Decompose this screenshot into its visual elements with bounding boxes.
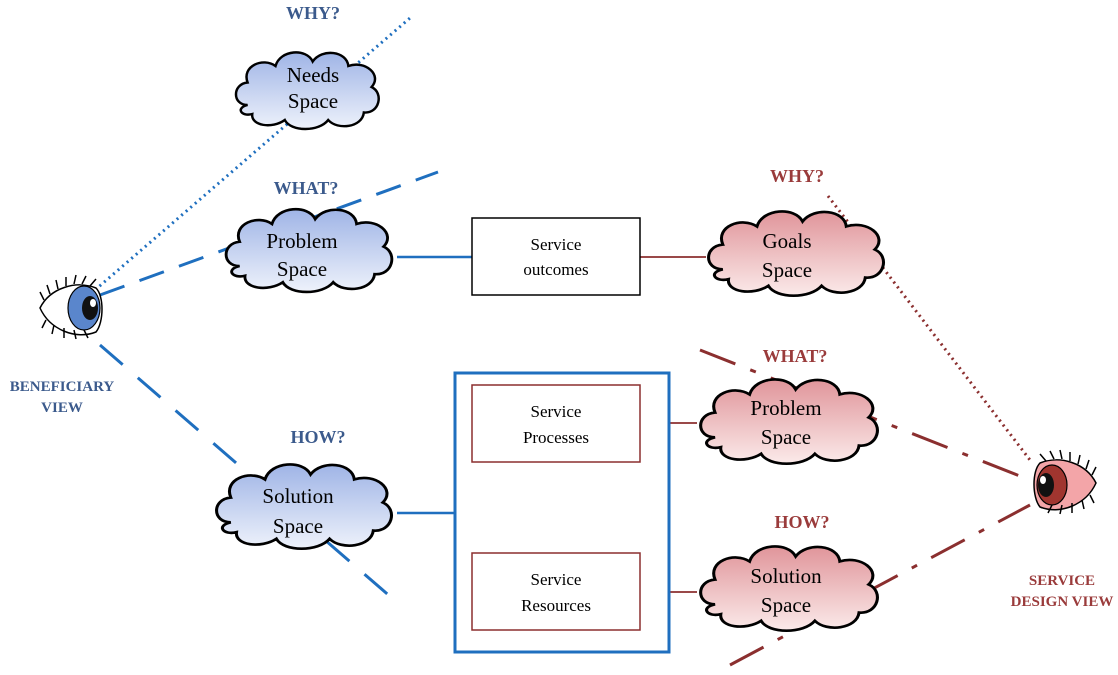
solution-space-cloud-design: Solution Space <box>699 545 879 632</box>
beneficiary-view-label-line1: BENEFICIARY <box>10 379 115 395</box>
goals-space-cloud: Goals Space <box>707 210 885 297</box>
beneficiary-what-label: WHAT? <box>274 178 339 198</box>
needs-space-label-line2: Space <box>288 89 338 113</box>
beneficiary-how-label: HOW? <box>290 427 345 447</box>
solution-space-cloud-beneficiary: Solution Space <box>215 463 393 550</box>
service-processes-label-line2: Processes <box>523 428 589 447</box>
solution-space-label-line2: Space <box>273 514 323 538</box>
design-solution-space-label-line1: Solution <box>750 564 822 588</box>
design-view-label-line2: DESIGN VIEW <box>1011 594 1114 610</box>
service-outcomes-label-line2: outcomes <box>523 260 588 279</box>
connectors <box>397 255 706 593</box>
design-solution-space-label-line2: Space <box>761 593 811 617</box>
needs-space-label-line1: Needs <box>287 63 339 87</box>
design-problem-space-label-line1: Problem <box>750 396 821 420</box>
service-resources-box: Service Resources <box>471 552 641 631</box>
service-implementation-group: Service Processes Service Resources <box>453 371 671 654</box>
service-processes-label-line1: Service <box>531 402 582 421</box>
design-problem-space-label-line2: Space <box>761 425 811 449</box>
service-resources-label-line2: Resources <box>521 596 591 615</box>
beneficiary-eye-icon <box>39 274 103 340</box>
goals-space-label-line1: Goals <box>763 229 812 253</box>
service-outcomes-box: Service outcomes <box>471 217 641 296</box>
design-why-label: WHY? <box>770 166 824 186</box>
beneficiary-why-label: WHY? <box>286 3 340 23</box>
design-how-label: HOW? <box>774 512 829 532</box>
problem-space-cloud-design: Problem Space <box>699 378 879 465</box>
design-what-label: WHAT? <box>763 346 828 366</box>
design-how-sight-line <box>729 503 1031 667</box>
needs-space-cloud: Needs Space <box>234 51 380 131</box>
problem-space-label-line2: Space <box>277 257 327 281</box>
design-view-label-line1: SERVICE <box>1029 573 1095 589</box>
service-outcomes-label-line1: Service <box>531 235 582 254</box>
problem-space-label-line1: Problem <box>266 229 337 253</box>
service-resources-label-line1: Service <box>531 570 582 589</box>
service-processes-box: Service Processes <box>471 384 641 463</box>
solution-space-label-line1: Solution <box>262 484 334 508</box>
beneficiary-view-label-line2: VIEW <box>41 400 83 416</box>
how-sight-line <box>99 343 401 607</box>
goals-space-label-line2: Space <box>762 258 812 282</box>
problem-space-cloud-beneficiary: Problem Space <box>224 207 394 294</box>
service-design-eye-icon <box>1033 449 1097 515</box>
